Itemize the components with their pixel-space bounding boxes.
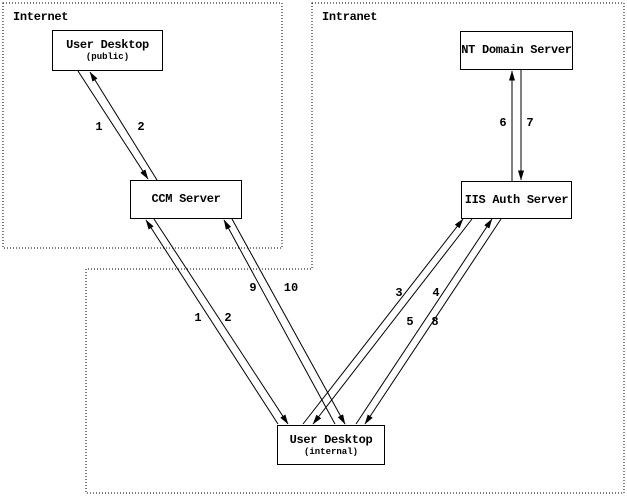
edge-step-4-iis-auth-server-to-user-desktop-internal [312,218,473,425]
edge-step-9-user-desktop-internal-to-ccm-server [223,219,336,425]
edge-step-2-ccm-server-to-user-desktop-public [89,71,158,181]
region-outline-intranet [85,2,625,494]
edge-step-5-user-desktop-internal-to-iis-auth-server [355,218,493,425]
edge-step-2-ccm-server-to-user-desktop-internal [153,218,289,425]
region-outline-internet [2,2,283,249]
edges-layer [77,70,524,425]
edge-step-1-user-desktop-internal-to-ccm-server [145,219,279,425]
edge-step-3-user-desktop-internal-to-iis-auth-server [302,218,464,425]
edge-step-8-iis-auth-server-to-user-desktop-internal [364,218,502,425]
edge-step-1-user-desktop-public-to-ccm-server [77,70,149,180]
edge-step-10-ccm-server-to-user-desktop-internal [231,218,346,425]
